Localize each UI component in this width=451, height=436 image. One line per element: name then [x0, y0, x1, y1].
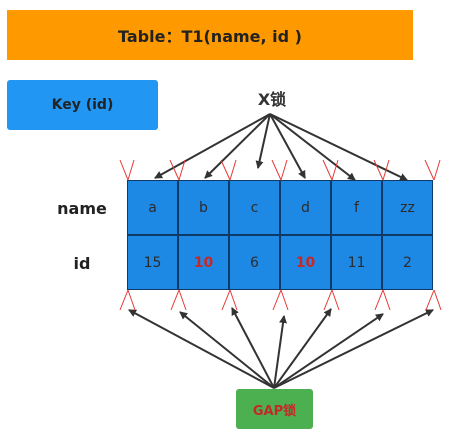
name-cell: b: [178, 180, 229, 235]
gap-lock-arrow: [273, 313, 384, 389]
table-title: Table：T1(name, id ): [118, 27, 302, 46]
x-lock-arrow: [269, 113, 408, 181]
gap-lock-label: GAP锁: [252, 403, 297, 419]
gap-markers-bottom: [119, 289, 442, 311]
name-cell: a: [127, 180, 178, 235]
table-title-bar: Table：T1(name, id ): [7, 10, 413, 60]
gap-marker: [374, 289, 391, 311]
name-cell: d: [280, 180, 331, 235]
id-cell-locked: 10: [280, 235, 331, 290]
x-lock-label: X锁: [257, 90, 287, 109]
id-cell: 11: [331, 235, 382, 290]
gap-marker: [220, 159, 237, 181]
gap-marker: [425, 289, 442, 311]
x-lock-arrows: [154, 113, 408, 181]
x-lock-arrow: [255, 113, 271, 169]
gap-marker: [170, 289, 187, 311]
x-lock-arrow: [269, 113, 356, 181]
gap-lock-arrow: [128, 309, 275, 389]
row-label-id: id: [73, 254, 91, 273]
x-lock-arrow: [269, 113, 306, 179]
gap-lock-arrow: [273, 315, 287, 389]
gap-marker: [221, 289, 238, 311]
gap-lock-arrow: [179, 311, 275, 389]
gap-marker: [424, 159, 441, 181]
gap-marker: [322, 159, 339, 181]
x-lock-arrow: [204, 113, 271, 179]
key-legend-box: Key (id): [7, 80, 158, 130]
gap-marker: [169, 159, 186, 181]
name-cell: c: [229, 180, 280, 235]
id-cell-locked: 10: [178, 235, 229, 290]
gap-lock-arrow: [273, 309, 434, 389]
gap-lock-arrows: [128, 307, 434, 389]
gap-markers-top: [119, 159, 441, 181]
id-cell: 2: [382, 235, 433, 290]
gap-marker: [373, 159, 390, 181]
index-records: a b c d f zz 15 10 6 10 11 2: [127, 180, 433, 290]
gap-marker: [272, 289, 289, 311]
row-label-name: name: [57, 199, 107, 218]
id-cell: 15: [127, 235, 178, 290]
gap-marker: [119, 159, 135, 181]
key-legend-label: Key (id): [51, 97, 114, 113]
gap-lock-arrow: [273, 308, 332, 389]
gap-lock-box: GAP锁: [236, 389, 313, 429]
x-lock-arrow: [154, 113, 271, 179]
gap-marker: [323, 289, 340, 311]
name-cell: f: [331, 180, 382, 235]
gap-marker: [271, 159, 288, 181]
id-cell: 6: [229, 235, 280, 290]
gap-marker: [119, 289, 136, 311]
gap-lock-arrow: [231, 307, 275, 389]
